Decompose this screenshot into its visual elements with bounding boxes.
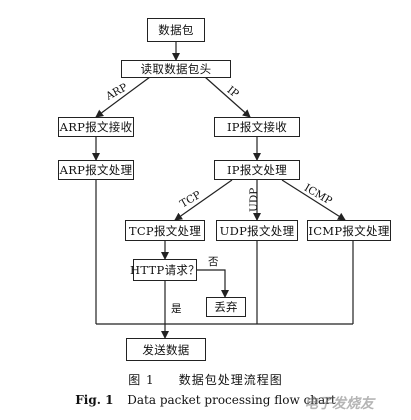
node-packet: 数据包 xyxy=(147,18,205,42)
figure-caption-cn: 图 1 数据包处理流程图 xyxy=(0,371,411,388)
node-ip-process: IP报文处理 xyxy=(214,160,300,180)
figure-title-en: Data packet processing flow chart xyxy=(127,393,336,407)
edge-label-yes: 是 xyxy=(171,303,182,315)
node-tcp-process: TCP报文处理 xyxy=(125,220,205,241)
node-discard: 丢弃 xyxy=(206,297,246,317)
edge-ip-to-icmp xyxy=(281,179,346,221)
figure-caption-en: Fig. 1 Data packet processing flow chart xyxy=(0,393,411,407)
figure-number-en: Fig. 1 xyxy=(75,393,114,407)
edge-label-udp: UDP xyxy=(248,187,260,212)
watermark-logo: 电子发烧友 xyxy=(304,396,374,412)
edge-read-to-ip xyxy=(204,76,251,118)
node-arp-process: ARP报文处理 xyxy=(58,160,134,180)
node-read-header: 读取数据包头 xyxy=(121,60,231,78)
node-arp-receive: ARP报文接收 xyxy=(58,117,134,137)
node-send: 发送数据 xyxy=(126,338,206,361)
figure-title-cn: 数据包处理流程图 xyxy=(178,373,283,387)
edge-label-no: 否 xyxy=(208,256,219,268)
edge-read-to-arp xyxy=(95,76,151,118)
node-ip-receive: IP报文接收 xyxy=(214,117,300,137)
edge-http-no-to-discard xyxy=(197,269,229,298)
node-http-request: HTTP请求？ xyxy=(130,259,200,281)
edge-ip-to-tcp xyxy=(174,179,233,221)
figure-number-cn: 图 1 xyxy=(128,373,155,387)
node-icmp-process: ICMP报文处理 xyxy=(307,220,391,241)
node-udp-process: UDP报文处理 xyxy=(216,220,298,241)
